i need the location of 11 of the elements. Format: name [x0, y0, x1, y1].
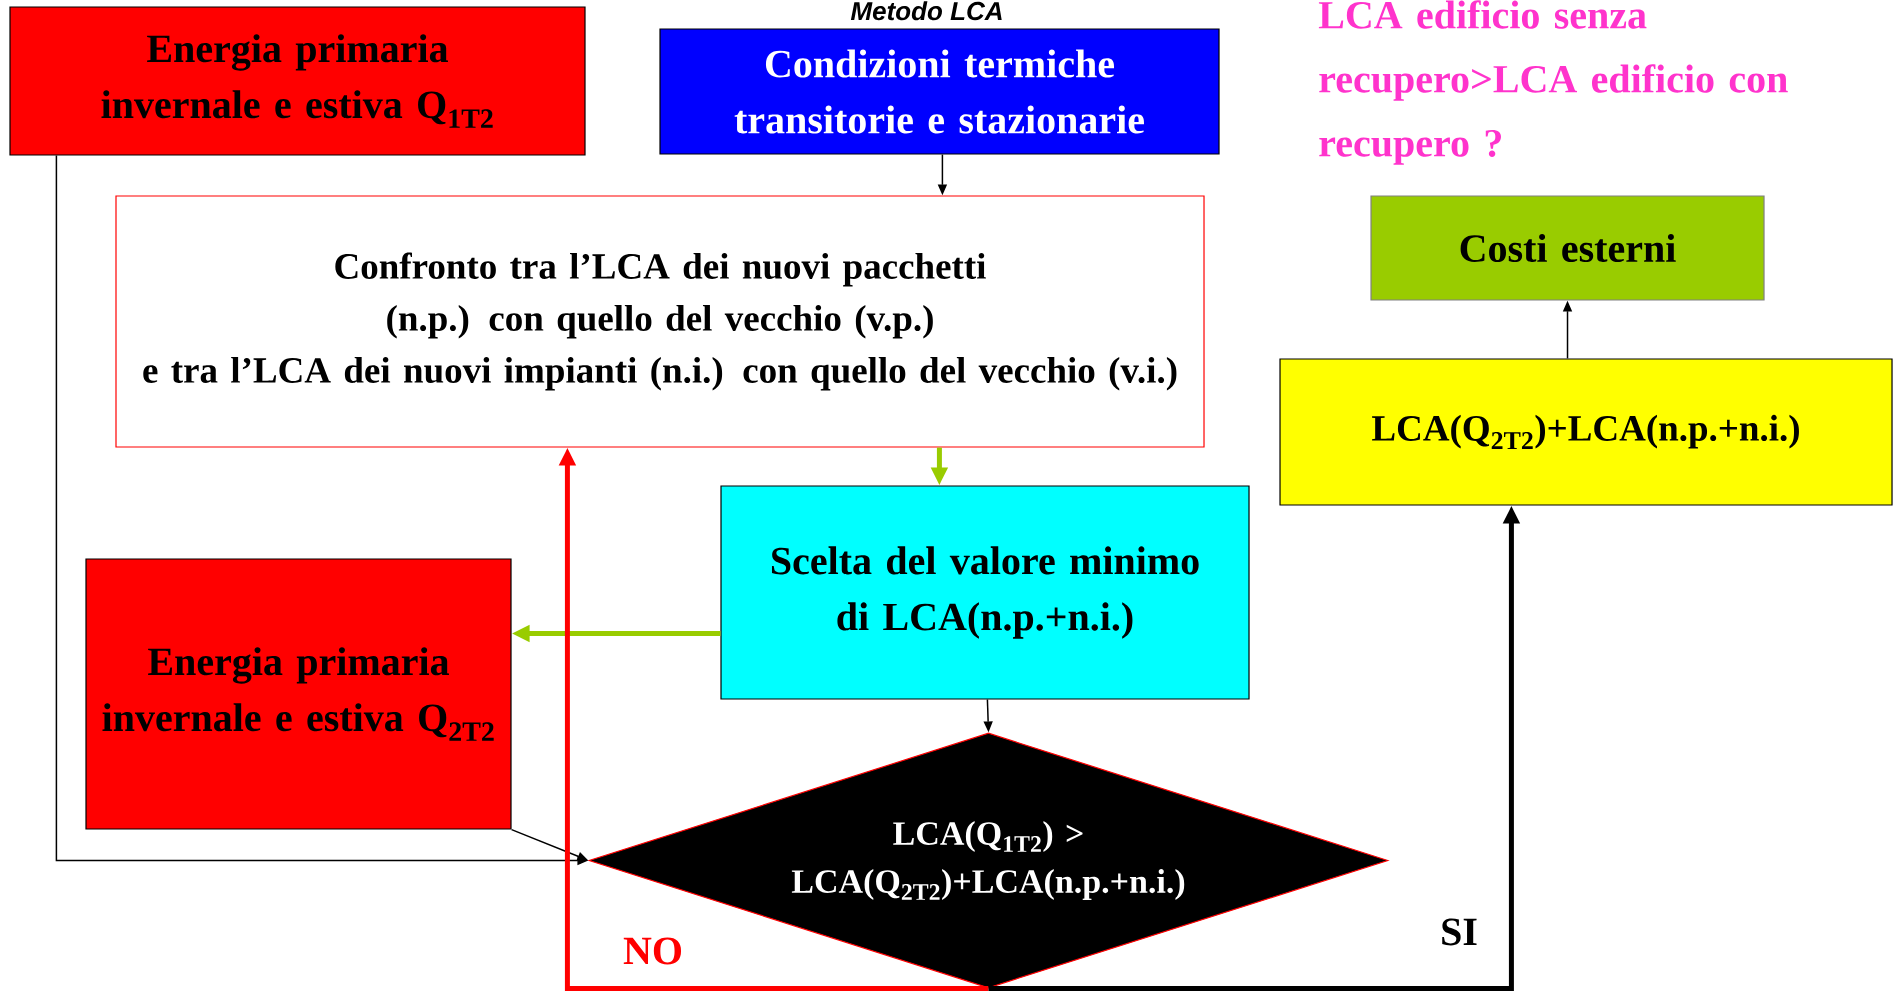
question-text: LCA edificio senza recupero>LCA edificio con recupero ?	[1318, 0, 1788, 165]
result-box: LCA(Q$_{2T2}$)+LCA(n.p.+n.i.)	[1279, 358, 1893, 506]
edge-label: SI	[1438, 916, 1480, 948]
choice-box: Scelta del valore minimo di LCA(n.p.+n.i.)	[720, 485, 1250, 700]
costs-box: Costi esterni	[1370, 195, 1765, 301]
title: Metodo LCA	[850, 1, 1002, 21]
energy-box: Energia primaria invernale e estiva Q$_{1T2}$	[9, 6, 586, 156]
conditions-box: Condizioni termiche transitorie e stazionarie	[659, 28, 1220, 155]
edge-label: NO	[621, 935, 685, 967]
energy-box: Energia primaria invernale e estiva Q$_{2T2}$	[85, 558, 512, 830]
comparison-box: Confronto tra l’LCA dei nuovi pacchetti (n.p.) con quello del vecchio (v.p.) e tra l’LCA dei nuovi impianti (n.i.) con quello del vecchio (v.i.)	[115, 195, 1205, 448]
